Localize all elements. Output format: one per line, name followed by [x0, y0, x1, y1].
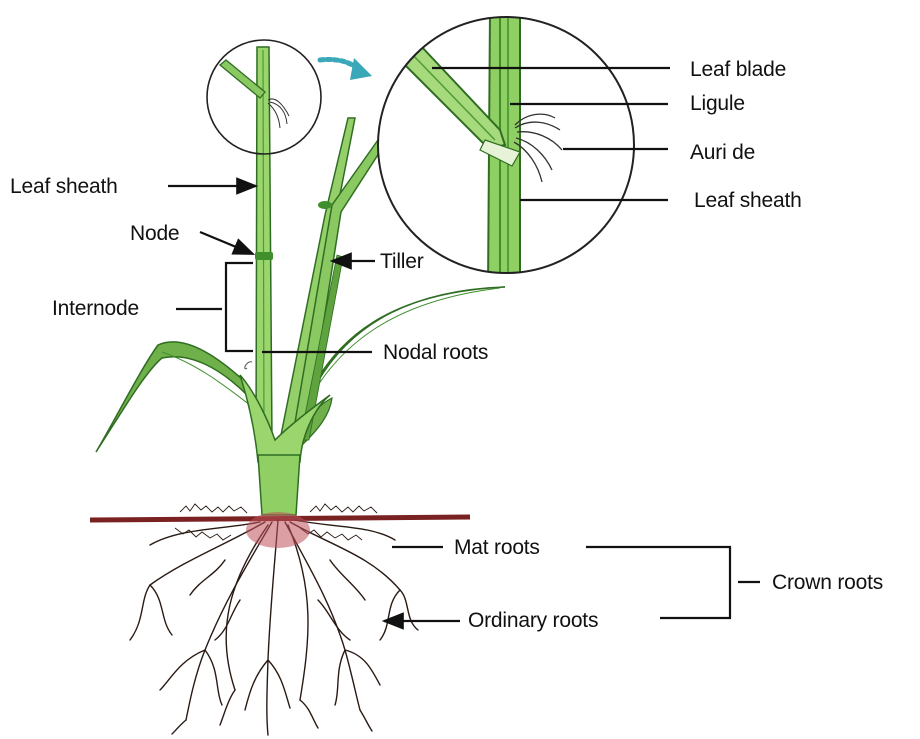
root-system [130, 520, 418, 735]
label-ordinary-roots: Ordinary roots [468, 610, 598, 631]
label-node: Node [130, 223, 179, 244]
label-nodal-roots: Nodal roots [383, 342, 488, 363]
zoom-callout-arrow [320, 58, 372, 80]
label-ligule: Ligule [690, 93, 745, 114]
label-crown-roots: Crown roots [772, 572, 883, 593]
label-mat-roots: Mat roots [454, 537, 540, 558]
label-internode: Internode [52, 298, 139, 319]
label-leaf-sheath-inset: Leaf sheath [694, 190, 802, 211]
label-leaf-blade: Leaf blade [690, 59, 786, 80]
leaf-left [96, 342, 250, 452]
label-auricle: Auri de [690, 142, 755, 163]
root-crown [246, 512, 310, 548]
tiller-stem [280, 118, 383, 440]
label-leaf-sheath: Leaf sheath [10, 176, 118, 197]
label-tiller: Tiller [380, 251, 424, 272]
